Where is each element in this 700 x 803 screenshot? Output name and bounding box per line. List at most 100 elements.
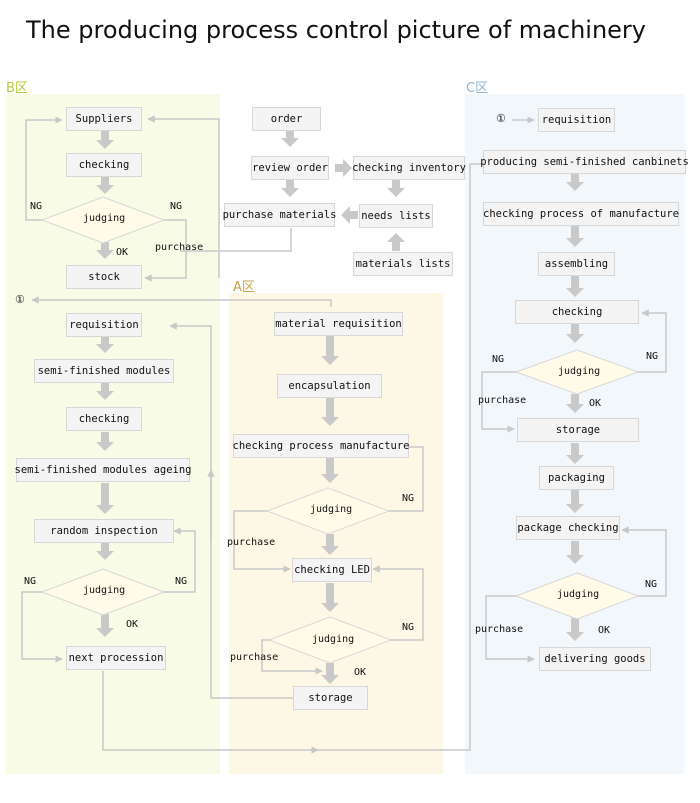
- ok-label: OK: [126, 619, 139, 630]
- random-inspection-box: random inspection: [34, 519, 174, 543]
- purchase-materials-box: purchase materials: [223, 203, 336, 227]
- next-procession-box: next procession: [66, 646, 166, 670]
- arrow-down: [96, 130, 114, 149]
- arrow-down: [321, 583, 339, 612]
- c-check-manufacture-box: checking process of manufacture: [483, 202, 679, 226]
- connector: [638, 309, 667, 373]
- connector: [233, 510, 291, 573]
- arrow-down: [96, 383, 114, 400]
- arrow-down: [566, 324, 584, 343]
- encapsulation-box: encapsulation: [277, 374, 382, 398]
- connector: [485, 595, 535, 663]
- judging-diamond-c1: [514, 349, 640, 395]
- b-checking-box: checking: [66, 153, 142, 177]
- connector: [180, 228, 292, 252]
- connector: [147, 115, 220, 278]
- stock-box: stock: [66, 265, 142, 289]
- ng-label: NG: [170, 201, 183, 212]
- order-box: order: [252, 107, 321, 131]
- arrow-down: [321, 397, 339, 426]
- arrow-down: [566, 443, 584, 464]
- arrow-down: [96, 614, 114, 637]
- a-storage-box: storage: [293, 686, 368, 710]
- connector: [372, 565, 424, 641]
- arrow-up: [387, 233, 405, 251]
- package-checking-box: package checking: [516, 516, 620, 540]
- arrow-down: [566, 174, 584, 191]
- arrow-down: [96, 483, 114, 514]
- checking-led-box: checking LED: [292, 558, 372, 582]
- arrow-down: [321, 663, 339, 684]
- ok-label: OK: [598, 625, 611, 636]
- ng-label: NG: [24, 576, 37, 587]
- arrow-down: [281, 180, 299, 197]
- c-checking-box: checking: [515, 300, 639, 324]
- judging-diamond-b1: [40, 196, 166, 244]
- arrow-down: [566, 276, 584, 297]
- purchase-label: purchase: [227, 537, 276, 548]
- a-check-manufacture-box: checking process manufacture: [233, 434, 410, 458]
- zone-b-label: B区: [6, 81, 28, 96]
- b-checking2-box: checking: [66, 407, 142, 431]
- ok-label: OK: [354, 667, 367, 678]
- arrow-left: [341, 206, 358, 224]
- ng-label: NG: [402, 493, 415, 504]
- arrow-down: [96, 177, 114, 194]
- ng-label: NG: [402, 622, 415, 633]
- purchase-label: purchase: [475, 624, 524, 635]
- connector: [261, 639, 323, 675]
- ok-label: OK: [116, 247, 129, 258]
- connector: [164, 527, 196, 593]
- ng-label: NG: [175, 576, 188, 587]
- connector: [21, 591, 63, 663]
- arrow-down: [566, 490, 584, 513]
- needs-lists-box: needs lists: [359, 204, 433, 228]
- connector: [102, 671, 319, 754]
- c-requisition-box: requisition: [538, 108, 615, 132]
- review-order-box: review order: [251, 156, 329, 180]
- connector: [389, 446, 424, 512]
- arrow-down: [321, 534, 339, 555]
- arrow-down: [281, 130, 299, 147]
- assembling-box: assembling: [538, 252, 615, 276]
- purchase-label: purchase: [230, 652, 279, 663]
- zone-a-label: A区: [233, 280, 255, 295]
- semi-modules-box: semi-finished modules: [34, 359, 174, 383]
- arrow-down: [321, 458, 339, 483]
- ng-label: NG: [645, 579, 658, 590]
- a-judging2-label: judging: [312, 634, 355, 645]
- c-judging-label: judging: [558, 366, 601, 377]
- arrow-right: [335, 159, 352, 177]
- connector: [318, 163, 485, 751]
- arrow-down: [96, 242, 114, 259]
- ageing-box: semi-finished modules ageing: [15, 458, 192, 482]
- marker-1-b: ①: [15, 293, 25, 306]
- packaging-box: packaging: [539, 466, 614, 490]
- purchase-label: purchase: [155, 242, 204, 253]
- connector: [31, 296, 332, 307]
- arrow-down: [566, 394, 584, 413]
- ng-label: NG: [30, 201, 43, 212]
- c-storage-box: storage: [517, 418, 639, 442]
- b-judging-label: judging: [83, 213, 126, 224]
- material-requisition-box: material requisition: [274, 312, 403, 336]
- arrow-down: [96, 432, 114, 451]
- a-judging-label: judging: [310, 504, 353, 515]
- b-judging2-label: judging: [83, 585, 126, 596]
- connector: [25, 116, 63, 221]
- arrow-down: [566, 541, 584, 564]
- checking-inventory-box: checking inventory: [352, 156, 466, 180]
- producing-box: producing semi-finished canbinets: [480, 150, 689, 174]
- connector: [481, 371, 516, 433]
- delivering-goods-box: delivering goods: [539, 647, 651, 671]
- ok-label: OK: [589, 398, 602, 409]
- judging-diamond-a1: [265, 487, 391, 535]
- judging-diamond-a2: [267, 616, 393, 664]
- judging-diamond-c2: [514, 572, 640, 620]
- page-title: The producing process control picture of…: [25, 16, 646, 44]
- marker-1-c: ①: [496, 112, 506, 125]
- materials-lists-box: materials lists: [353, 252, 453, 276]
- b-requisition-box: requisition: [66, 313, 142, 337]
- judging-diamond-b2: [40, 568, 166, 616]
- purchase-label: purchase: [478, 395, 527, 406]
